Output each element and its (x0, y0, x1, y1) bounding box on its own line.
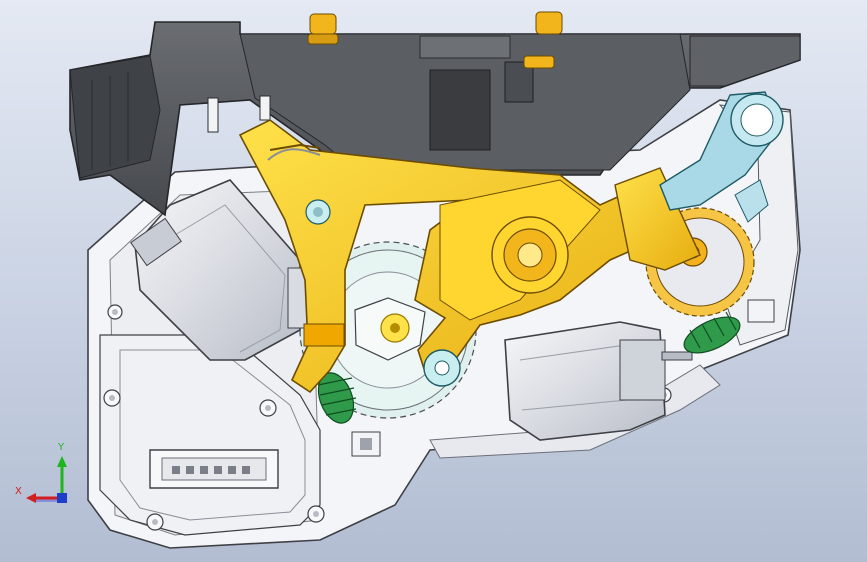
top-bushings (307, 11, 563, 69)
x-axis-arrow-icon (26, 493, 60, 503)
y-axis-label: Y (58, 442, 65, 453)
right-dc-motor[interactable] (504, 321, 693, 441)
electrical-connector[interactable] (149, 449, 279, 489)
right-worm-gear[interactable] (679, 310, 745, 361)
yellow-cam-lever[interactable] (238, 119, 682, 394)
y-axis-arrow-icon (57, 456, 67, 498)
light-blue-actuator-arm[interactable] (659, 91, 784, 223)
x-axis-label: X (15, 486, 22, 497)
top-cover[interactable] (69, 11, 801, 217)
yellow-link-arm[interactable] (614, 167, 701, 271)
